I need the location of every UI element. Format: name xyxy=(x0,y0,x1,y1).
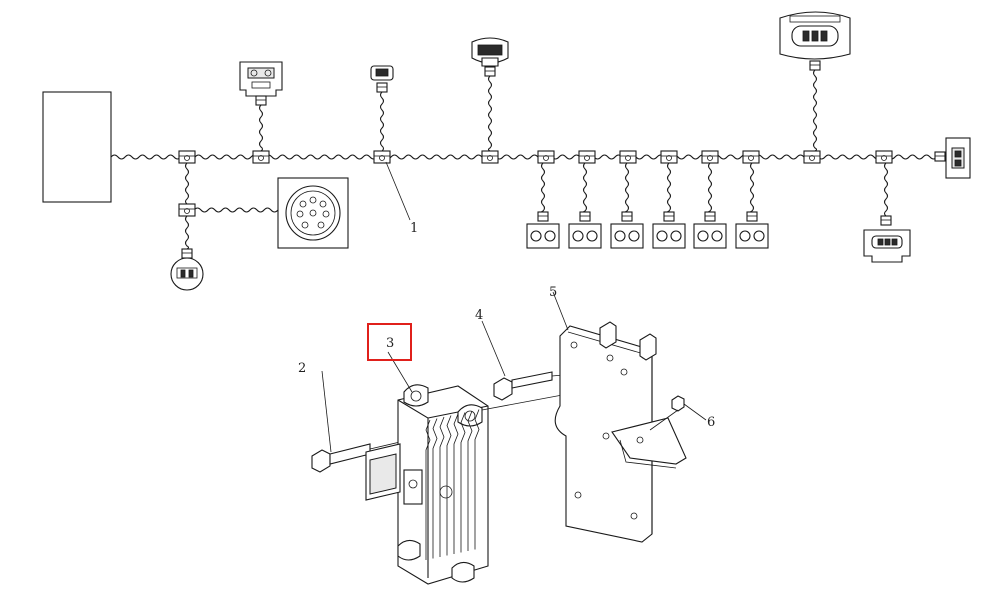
ecu-block xyxy=(42,91,112,203)
round-sensor-connector xyxy=(170,248,204,291)
callout-3-highlight-box xyxy=(367,323,412,361)
connector-bottom-right xyxy=(863,215,911,263)
main-harness-trunk xyxy=(110,154,941,213)
callout-2: 2 xyxy=(298,361,306,376)
connector-top-1 xyxy=(239,61,283,106)
bracket-plate-5 xyxy=(552,291,657,543)
multipin-round-connector xyxy=(277,177,349,249)
injector-connectors xyxy=(526,211,769,249)
leader-1 xyxy=(385,161,411,221)
callout-1: 1 xyxy=(410,221,418,236)
connector-top-4 xyxy=(779,11,851,71)
ecu-module-3 xyxy=(365,351,489,585)
connector-top-3 xyxy=(471,37,509,77)
callout-5: 5 xyxy=(549,285,557,300)
callout-3: 3 xyxy=(386,336,394,351)
small-bracket-6 xyxy=(602,395,707,469)
connector-right-end xyxy=(934,137,971,179)
callout-6: 6 xyxy=(707,415,715,430)
connector-top-2 xyxy=(370,65,394,93)
harness-branches xyxy=(184,69,889,250)
callout-4: 4 xyxy=(475,308,483,323)
